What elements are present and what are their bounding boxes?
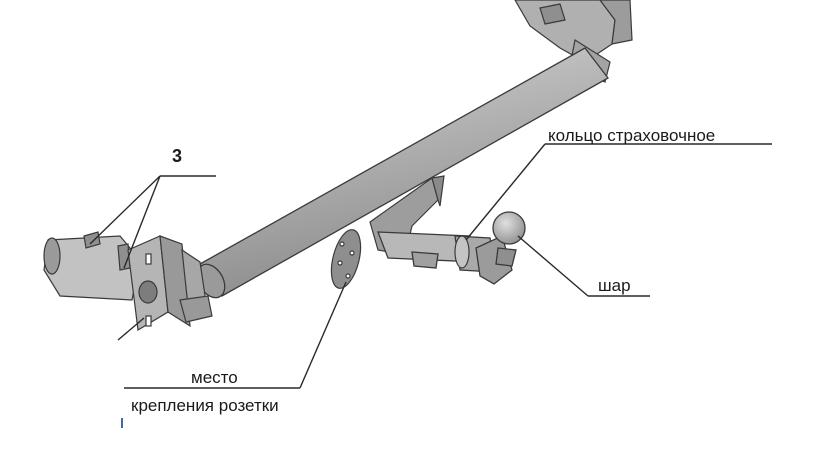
tow-arm: [377, 231, 513, 285]
leader-mount: [299, 281, 347, 389]
left-mount-bracket: [43, 231, 213, 331]
main-cross-tube: [196, 47, 609, 299]
parts-count-label: 3: [172, 146, 183, 166]
leader-3-c: [117, 317, 145, 341]
tow-ball: [492, 211, 526, 267]
socket-mount-plate: [330, 229, 362, 289]
socket-mount-label-line2: крепления розетки: [131, 396, 279, 415]
ball-label: шар: [598, 276, 631, 295]
leader-lines: [89, 143, 772, 389]
leader-3-a: [89, 175, 161, 245]
leader-3-b: [123, 175, 161, 269]
leader-ring: [465, 143, 546, 241]
safety-ring: [454, 235, 470, 269]
socket-mount-label-line1: место: [191, 368, 238, 387]
edge-mark: [121, 418, 123, 428]
leader-ball: [517, 235, 589, 297]
safety-ring-label: кольцо страховочное: [548, 126, 716, 145]
